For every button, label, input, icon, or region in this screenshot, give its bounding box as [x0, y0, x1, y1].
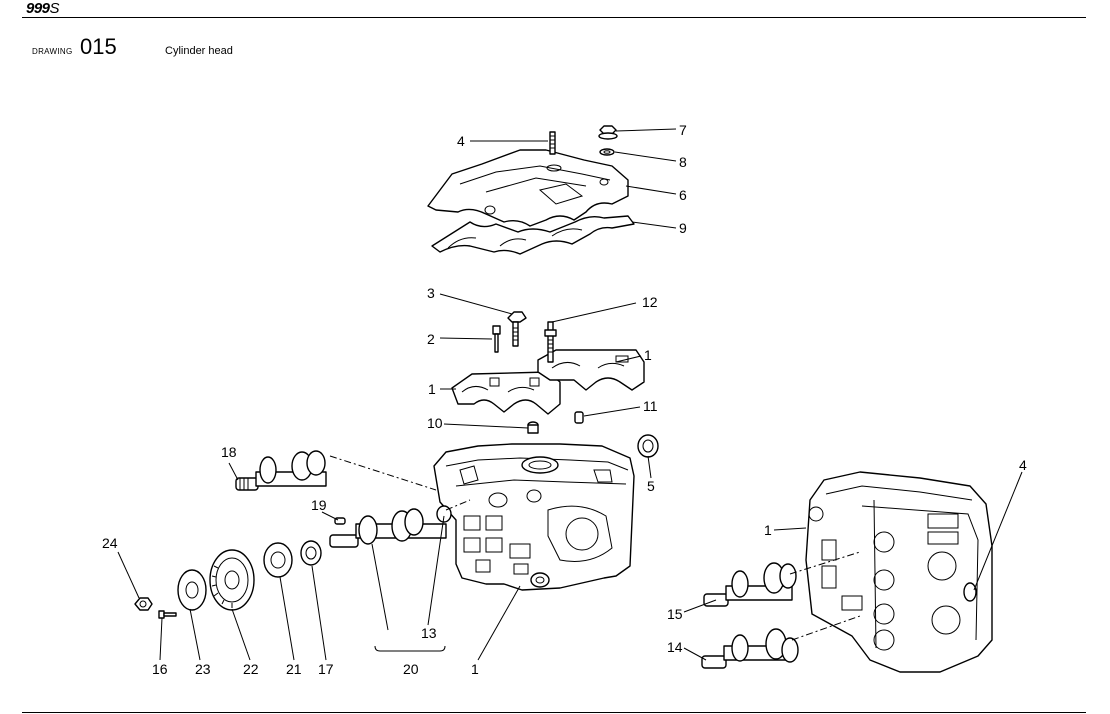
callout-24: 24 [102, 535, 118, 551]
callout-14: 14 [667, 639, 683, 655]
cap-bolt [507, 311, 527, 347]
cover-stud [549, 131, 556, 155]
callout-5: 5 [647, 478, 655, 494]
brand-number: 999 [26, 0, 50, 17]
callout-numbers: 4 7 8 6 9 3 12 2 1 1 10 11 18 5 19 24 13… [102, 122, 1027, 677]
callout-4-right: 4 [1019, 457, 1027, 473]
sealing-washer [599, 148, 615, 156]
callout-1-cap-right: 1 [644, 347, 652, 363]
small-screw [492, 325, 501, 353]
valve-cover [427, 149, 629, 227]
drawing-label: DRAWING [32, 47, 73, 56]
pulley-flange [177, 569, 207, 611]
camshaft-exploded-15 [703, 562, 797, 607]
header-rule [22, 17, 1086, 18]
callout-10: 10 [427, 415, 443, 431]
spacer-bushing [263, 542, 293, 578]
plug-cap [637, 434, 659, 458]
callout-19: 19 [311, 497, 327, 513]
stud-bolt [544, 321, 557, 363]
brand-suffix: S [49, 0, 60, 17]
callout-1-head: 1 [471, 661, 479, 677]
callout-4-top: 4 [457, 133, 465, 149]
camshaft-cap-left [451, 371, 561, 415]
drawing-number: 015 [80, 34, 117, 59]
callout-2: 2 [427, 331, 435, 347]
timing-pulley [209, 549, 255, 611]
callout-15: 15 [667, 606, 683, 622]
dowel-pin-11 [574, 411, 584, 424]
dowel-pin-10 [527, 421, 539, 434]
footer-rule [22, 712, 1086, 713]
pulley-screw [158, 610, 177, 619]
callout-17: 17 [318, 661, 334, 677]
brand-logo: 999S [26, 0, 60, 17]
callout-23: 23 [195, 661, 211, 677]
pulley-nut [134, 597, 153, 611]
callout-16: 16 [152, 661, 168, 677]
camshaft-cap-right [537, 349, 645, 391]
callout-1-right-head: 1 [764, 522, 772, 538]
callout-8: 8 [679, 154, 687, 170]
leader-lines [117, 128, 1023, 661]
camshaft-exploded-14 [701, 628, 799, 669]
callout-22: 22 [243, 661, 259, 677]
callout-20: 20 [403, 661, 419, 677]
drawing-title: Cylinder head [165, 45, 233, 57]
callout-1-cap-left: 1 [428, 381, 436, 397]
callout-13: 13 [421, 625, 437, 641]
alignment-lines [329, 455, 861, 641]
flange-nut [598, 125, 618, 140]
camshaft-lower [329, 505, 452, 548]
callout-21: 21 [286, 661, 302, 677]
oil-seal [300, 540, 322, 566]
callout-9: 9 [679, 220, 687, 236]
camshaft-upper [235, 450, 327, 491]
callout-7: 7 [679, 122, 687, 138]
callout-3: 3 [427, 285, 435, 301]
callout-11: 11 [643, 398, 658, 414]
callout-18: 18 [221, 444, 237, 460]
valve-cover-gasket [431, 215, 635, 255]
cylinder-head-main [433, 443, 635, 591]
cylinder-head-assembled [805, 471, 993, 673]
callout-12: 12 [642, 294, 658, 310]
callout-6: 6 [679, 187, 687, 203]
